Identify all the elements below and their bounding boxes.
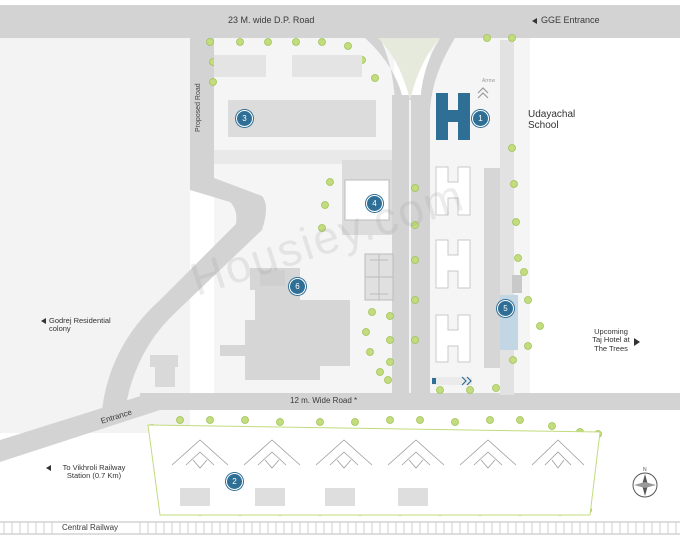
twelve-m-road [140, 393, 680, 410]
twelve-m-road-label: 12 m. Wide Road * [290, 396, 358, 405]
traffic-island [378, 38, 440, 100]
taj-label: Upcoming Taj Hotel at The Trees [592, 327, 630, 353]
marker-2[interactable]: 2 [226, 473, 243, 490]
railway-track [0, 521, 680, 535]
marker-3[interactable]: 3 [236, 110, 253, 127]
vikhroli-label: To Vikhroli Railway Station (0.7 Km) [62, 463, 126, 481]
godrej-label: Godrej Residential colony [49, 316, 111, 334]
svg-text:N: N [643, 467, 647, 473]
tower-1-highlight [436, 93, 470, 140]
tower-cluster: Arrow [432, 78, 522, 386]
internal-road [102, 178, 266, 410]
top-road [0, 5, 680, 38]
arrow-left-icon [532, 18, 537, 24]
marker-1[interactable]: 1 [472, 110, 489, 127]
marker-4[interactable]: 4 [366, 195, 383, 212]
tennis-court [364, 253, 394, 301]
top-road-label: 23 M. wide D.P. Road [228, 15, 315, 25]
svg-text:Arrow: Arrow [482, 78, 495, 84]
entrance-road [0, 393, 160, 462]
school-label: Udayachal School [528, 109, 576, 131]
plot-2 [147, 424, 601, 516]
marker-6[interactable]: 6 [289, 278, 306, 295]
building-6 [220, 268, 350, 380]
proposed-road-label: Proposed Road [195, 83, 202, 132]
railway-label: Central Railway [62, 523, 119, 532]
marker-5[interactable]: 5 [497, 300, 514, 317]
arrow-left-icon [41, 318, 46, 324]
compass-icon: N [632, 467, 658, 498]
arrow-left-icon [46, 465, 51, 471]
arrow-right-icon [634, 338, 640, 346]
gge-entrance-label: GGE Entrance [541, 15, 600, 25]
